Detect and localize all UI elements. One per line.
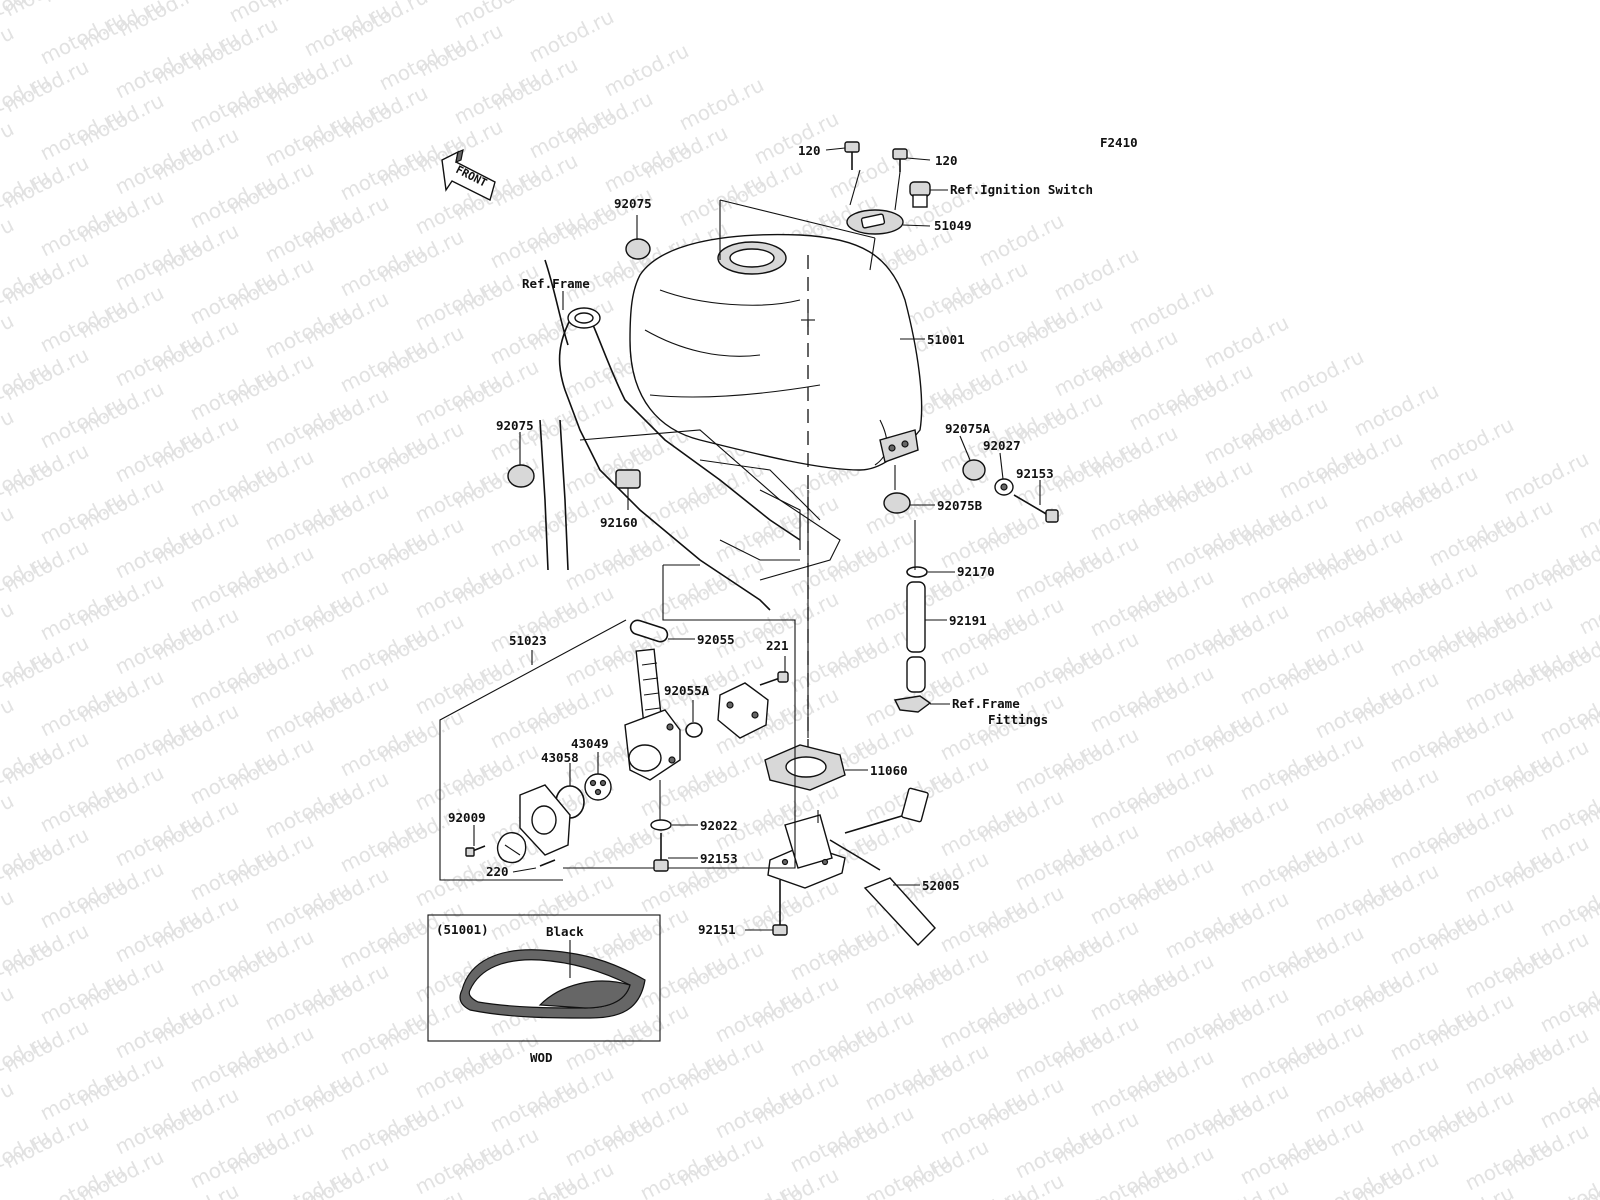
callout-51023: 51023	[509, 633, 547, 648]
callout-120-right: 120	[935, 153, 958, 168]
callout-92170: 92170	[957, 564, 995, 579]
frame-fitting-ref	[893, 695, 950, 713]
lever-housing	[519, 784, 571, 856]
rubber-92075-top	[625, 215, 651, 260]
lever-knob	[496, 832, 527, 864]
bolt-92153-right	[1013, 480, 1059, 523]
bolt-120-left	[844, 141, 860, 170]
callout-ref-frame-fittings: Ref.Frame	[952, 696, 1020, 711]
front-arrow-icon: FRONT	[441, 149, 496, 202]
oring-92055	[629, 619, 695, 643]
inset-part-ref: (51001)	[436, 922, 489, 937]
rubber-92075-left	[507, 432, 535, 488]
callout-43049: 43049	[571, 736, 609, 751]
screw-220	[512, 859, 556, 873]
clamp-92170	[906, 566, 955, 578]
callout-92075-top: 92075	[614, 196, 652, 211]
callout-11060: 11060	[870, 763, 908, 778]
callout-ignition: Ref.Ignition Switch	[950, 182, 1093, 197]
callout-92027: 92027	[983, 438, 1021, 453]
screw-92009	[465, 825, 486, 857]
cover-221	[717, 656, 789, 739]
callout-120-left: 120	[798, 143, 821, 158]
washer-92027	[994, 452, 1014, 496]
inset-color-label: Black	[546, 924, 584, 939]
callout-92191: 92191	[949, 613, 987, 628]
callout-92009: 92009	[448, 810, 486, 825]
callout-43058: 43058	[541, 750, 579, 765]
callout-51001: 51001	[927, 332, 965, 347]
frame-ref	[539, 259, 841, 611]
callout-92075a: 92075A	[945, 421, 991, 436]
bolt-92153-bottom	[653, 833, 698, 872]
bolt-92151	[745, 880, 788, 936]
gasket-11060	[764, 744, 868, 791]
diagram-code: F2410	[1100, 135, 1138, 150]
callout-92153-right: 92153	[1016, 466, 1054, 481]
callout-ref-frame: Ref.Frame	[522, 276, 590, 291]
bolt-120-right	[892, 148, 908, 172]
callout-220: 220	[486, 864, 509, 879]
rubber-92075a	[959, 435, 986, 481]
hose-92191	[906, 581, 947, 693]
ignition-plug	[909, 181, 931, 208]
fuel-tank-51001	[629, 233, 923, 471]
oring-92055a	[685, 700, 703, 738]
diaphragm-43049	[584, 752, 612, 801]
fuel-cap	[846, 169, 904, 235]
fuel-cock-43049	[624, 648, 681, 822]
callout-51049: 51049	[934, 218, 972, 233]
inset-color-code: WOD	[530, 1050, 553, 1065]
callout-92055a: 92055A	[664, 683, 710, 698]
callout-fittings: Fittings	[988, 712, 1048, 727]
callout-92075-left: 92075	[496, 418, 534, 433]
callout-92160: 92160	[600, 515, 638, 530]
callout-221: 221	[766, 638, 789, 653]
callout-92151: 92151	[698, 922, 736, 937]
color-inset	[427, 914, 661, 1042]
callout-92022: 92022	[700, 818, 738, 833]
callout-92153-bottom: 92153	[700, 851, 738, 866]
rubber-92075b	[883, 492, 935, 514]
callout-92055: 92055	[697, 632, 735, 647]
damper-92160	[615, 469, 641, 510]
callout-52005: 52005	[922, 878, 960, 893]
sender-52005	[767, 787, 936, 947]
callout-92075b: 92075B	[937, 498, 983, 513]
washer-92022	[650, 819, 698, 831]
